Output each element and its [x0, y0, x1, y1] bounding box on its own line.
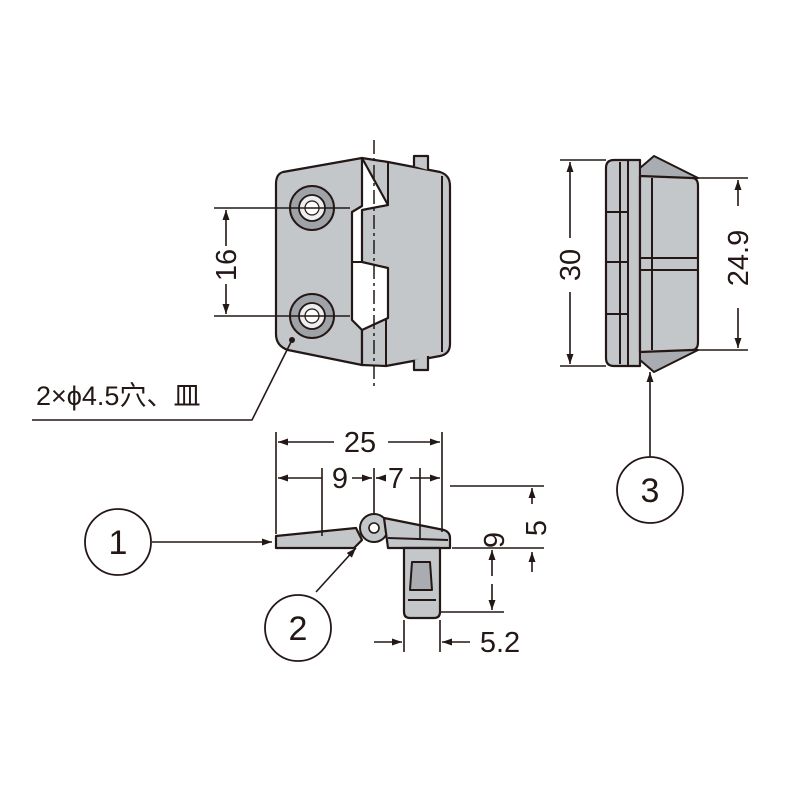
hole-note: 2×ϕ4.5穴、皿: [36, 381, 200, 411]
dim-hole-pitch: 16: [211, 249, 243, 281]
top-view: 25 9 7 5 9 5.2: [152, 427, 553, 659]
dim-width-total: 25: [344, 427, 376, 459]
dim-thickness-a: 9: [479, 532, 511, 548]
dim-offset-left: 9: [332, 463, 348, 495]
callout-1: 1: [84, 508, 152, 576]
svg-text:3: 3: [641, 472, 660, 510]
dim-tab-width: 5.2: [480, 627, 520, 659]
callout-2: 2: [264, 594, 332, 662]
dim-offset-right: 7: [388, 463, 404, 495]
svg-text:2: 2: [289, 610, 308, 648]
front-view: 16 2×ϕ4.5穴、皿: [32, 140, 452, 421]
svg-text:1: 1: [109, 524, 128, 562]
dim-thickness-b: 5: [521, 520, 553, 536]
callout-3: 3: [616, 456, 684, 524]
dim-height-body: 24.9: [723, 230, 755, 286]
dim-height-total: 30: [555, 249, 587, 281]
side-view: 30 24.9: [555, 155, 755, 458]
